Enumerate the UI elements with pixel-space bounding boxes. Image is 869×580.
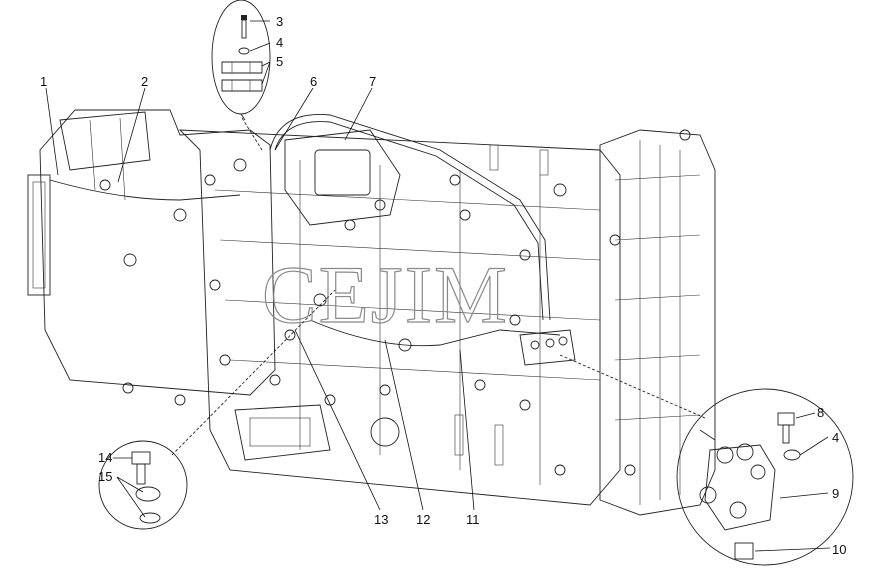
callout-7: 7 xyxy=(369,74,376,89)
detail-view-right xyxy=(676,388,854,566)
callout-2: 2 xyxy=(141,74,148,89)
gearbox-assembly xyxy=(27,109,716,516)
callout-3: 3 xyxy=(276,14,283,29)
callout-5: 5 xyxy=(276,54,283,69)
callout-8: 8 xyxy=(817,405,824,420)
leader-lines xyxy=(45,87,706,511)
callout-labels: 1 2 3 4 5 6 7 8 4 9 10 11 12 13 14 15 xyxy=(40,14,846,557)
callout-13: 13 xyxy=(374,512,388,527)
callout-14: 14 xyxy=(98,450,112,465)
callout-4b: 4 xyxy=(832,430,839,445)
callout-11: 11 xyxy=(466,512,480,527)
detail-view-top xyxy=(211,0,271,121)
watermark: CEJIM xyxy=(262,249,509,340)
callout-6: 6 xyxy=(310,74,317,89)
callout-4: 4 xyxy=(276,35,283,50)
callout-12: 12 xyxy=(416,512,430,527)
callout-15: 15 xyxy=(98,469,112,484)
detail-view-left xyxy=(98,440,188,530)
callout-1: 1 xyxy=(40,74,47,89)
callout-10: 10 xyxy=(832,542,846,557)
callout-9: 9 xyxy=(832,486,839,501)
bolt-heads xyxy=(99,129,691,476)
